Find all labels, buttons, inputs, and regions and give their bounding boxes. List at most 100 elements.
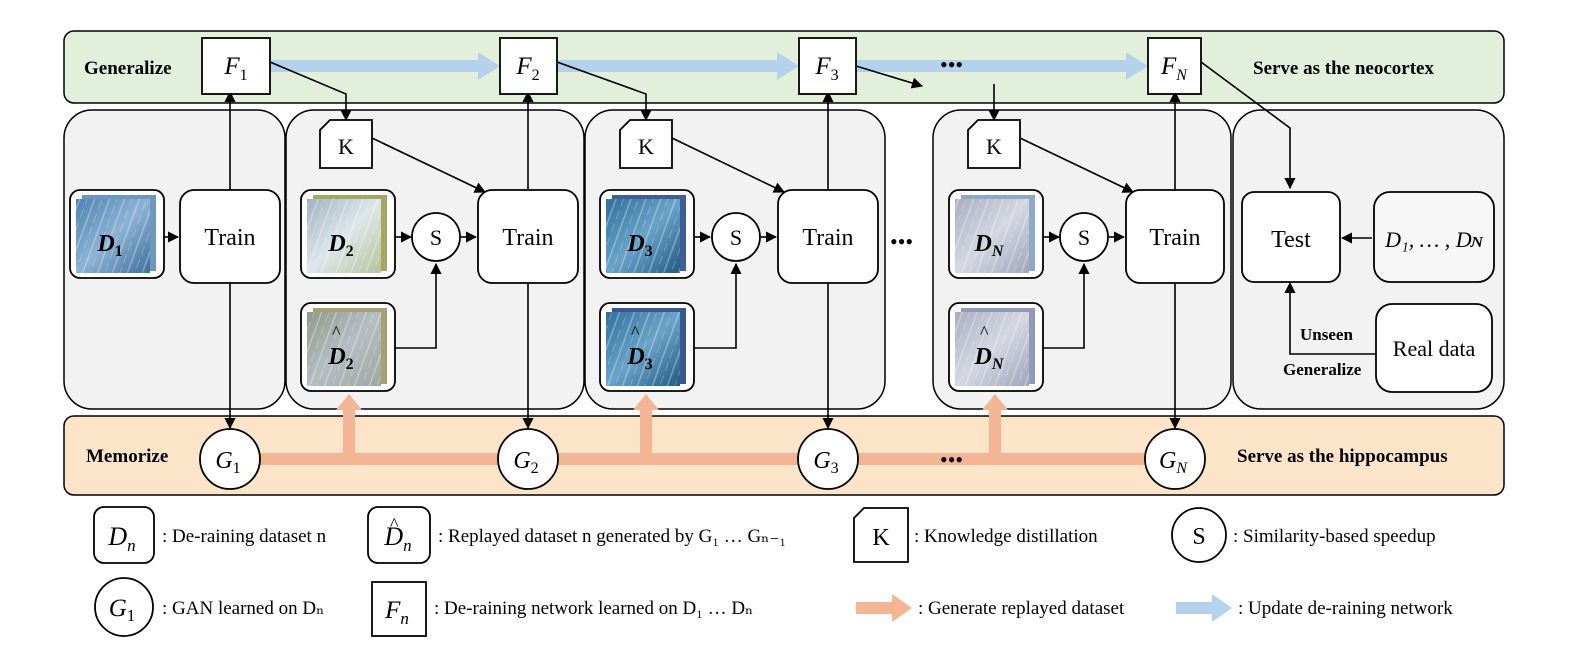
kd-label: K <box>638 134 654 159</box>
svg-text:F2: F2 <box>515 53 539 84</box>
test-box: Test <box>1241 191 1341 283</box>
train-box-2: Train <box>477 189 579 284</box>
replayed-symbol: D <box>974 344 992 370</box>
kd-label: K <box>986 134 1002 159</box>
kd-connectors <box>269 61 1296 193</box>
legend-dataset-text: : De-raining dataset n <box>162 526 327 547</box>
dataset-d2: D2 <box>300 189 396 279</box>
generalize-role: Serve as the neocortex <box>1253 58 1434 79</box>
svg-text:Dn: Dn <box>383 522 411 555</box>
svg-text:DN: DN <box>974 231 1005 260</box>
ellipsis-middle: ••• <box>890 229 913 254</box>
svg-text:D3: D3 <box>626 344 652 373</box>
svg-text:D3: D3 <box>626 231 652 260</box>
legend-kd-text: : Knowledge distillation <box>914 526 1098 547</box>
legend-dataset-symbol: D <box>107 522 127 551</box>
svg-text:G1: G1 <box>215 448 240 477</box>
legend-replayed-symbol: D <box>383 522 403 551</box>
svg-text:D2: D2 <box>327 231 353 260</box>
legend-similarity-text: : Similarity-based speedup <box>1233 526 1436 547</box>
network-symbol: F <box>1160 53 1177 80</box>
network-subscript: 3 <box>831 67 839 84</box>
svg-text:^: ^ <box>332 322 341 342</box>
dataset-symbol: D <box>96 231 114 257</box>
generalize-label: Generalize <box>84 58 172 79</box>
network-subscript: 2 <box>532 67 540 84</box>
generalize-arrow-label: Generalize <box>1283 360 1362 379</box>
gan-symbol: G <box>813 448 830 474</box>
svg-text:D1: D1 <box>96 231 122 260</box>
legend-network-sub: n <box>400 609 409 628</box>
legend-gan: G1 : GAN learned on Dₙ <box>94 577 324 637</box>
legend-orange-text: : Generate replayed dataset <box>918 598 1125 619</box>
similarity-node-3: S <box>711 212 761 262</box>
replayed-subscript: 2 <box>346 356 354 373</box>
network-f1: F1 <box>201 37 271 95</box>
dataset-symbol: D <box>327 231 345 257</box>
gan-symbol: G <box>513 448 530 474</box>
svg-text:G1: G1 <box>109 595 136 625</box>
legend-similarity-symbol: S <box>1192 524 1205 550</box>
svg-text:DN: DN <box>974 344 1005 373</box>
replayed-d2: D2 ^ <box>300 302 396 392</box>
dataset-dn: DN <box>948 189 1044 279</box>
legend-gan-sub: 1 <box>127 606 136 625</box>
similarity-node-n: S <box>1059 212 1109 262</box>
legend-kd-symbol: K <box>872 525 890 551</box>
train-label: Train <box>502 225 553 251</box>
svg-text:Dn: Dn <box>107 522 135 555</box>
all-datasets-label: D₁, … , Dɴ <box>1384 227 1483 252</box>
kd-label: K <box>338 134 354 159</box>
legend-blue-text: : Update de-raining network <box>1238 598 1453 619</box>
train-label: Train <box>204 225 255 251</box>
network-fn: FN <box>1147 37 1202 95</box>
gan-g1: G1 <box>199 428 261 490</box>
similarity-label: S <box>730 225 742 250</box>
legend-replayed-text: : Replayed dataset n generated by G₁ … G… <box>438 526 786 547</box>
kd-tag-2: K <box>319 119 373 169</box>
replayed-symbol: D <box>327 344 345 370</box>
legend-network: Fn : De-raining network learned on D₁ … … <box>371 581 753 637</box>
replayed-d3: D3 ^ <box>599 302 695 392</box>
svg-text:^: ^ <box>390 514 399 534</box>
blue-update-arrows <box>270 52 1148 80</box>
replayed-dn: DN ^ <box>948 302 1044 392</box>
svg-text:FN: FN <box>1160 53 1188 84</box>
memorize-role: Serve as the hippocampus <box>1237 446 1448 467</box>
kd-tag-3: K <box>619 119 673 169</box>
legend-replayed-sub: n <box>403 536 412 555</box>
svg-text:GN: GN <box>1159 448 1188 477</box>
replayed-symbol: D <box>626 344 644 370</box>
gan-subscript: 3 <box>831 460 839 477</box>
legend-dataset: Dn : De-raining dataset n <box>93 506 327 564</box>
stage-flow-connectors <box>164 231 1376 355</box>
dataset-symbol: D <box>626 231 644 257</box>
legend-orange-arrow: : Generate replayed dataset <box>856 594 1125 622</box>
dataset-subscript: N <box>991 243 1005 260</box>
train-box-n: Train <box>1125 189 1225 284</box>
gan-gn: GN <box>1144 428 1206 490</box>
svg-text:D2: D2 <box>327 344 353 373</box>
network-symbol: F <box>515 53 532 80</box>
svg-text:F1: F1 <box>223 53 247 84</box>
network-subscript: N <box>1175 67 1188 84</box>
legend-kd: K : Knowledge distillation <box>853 507 1098 563</box>
gan-subscript: N <box>1175 460 1188 477</box>
legend-blue-arrow: : Update de-raining network <box>1176 594 1453 622</box>
network-symbol: F <box>814 53 831 80</box>
gan-g2: G2 <box>497 428 559 490</box>
dataset-subscript: 3 <box>645 243 653 260</box>
gan-subscript: 2 <box>531 460 539 477</box>
network-f2: F2 <box>499 37 558 95</box>
svg-text:F3: F3 <box>814 53 838 84</box>
replayed-subscript: 3 <box>645 356 653 373</box>
train-label: Train <box>802 225 853 251</box>
kd-tag-n: K <box>967 119 1021 169</box>
legend-gan-symbol: G <box>109 595 127 622</box>
svg-text:G3: G3 <box>813 448 838 477</box>
legend-dataset-sub: n <box>127 536 136 555</box>
gan-symbol: G <box>215 448 232 474</box>
dataset-symbol: D <box>974 231 992 257</box>
gan-subscript: 1 <box>233 460 241 477</box>
similarity-label: S <box>430 225 442 250</box>
